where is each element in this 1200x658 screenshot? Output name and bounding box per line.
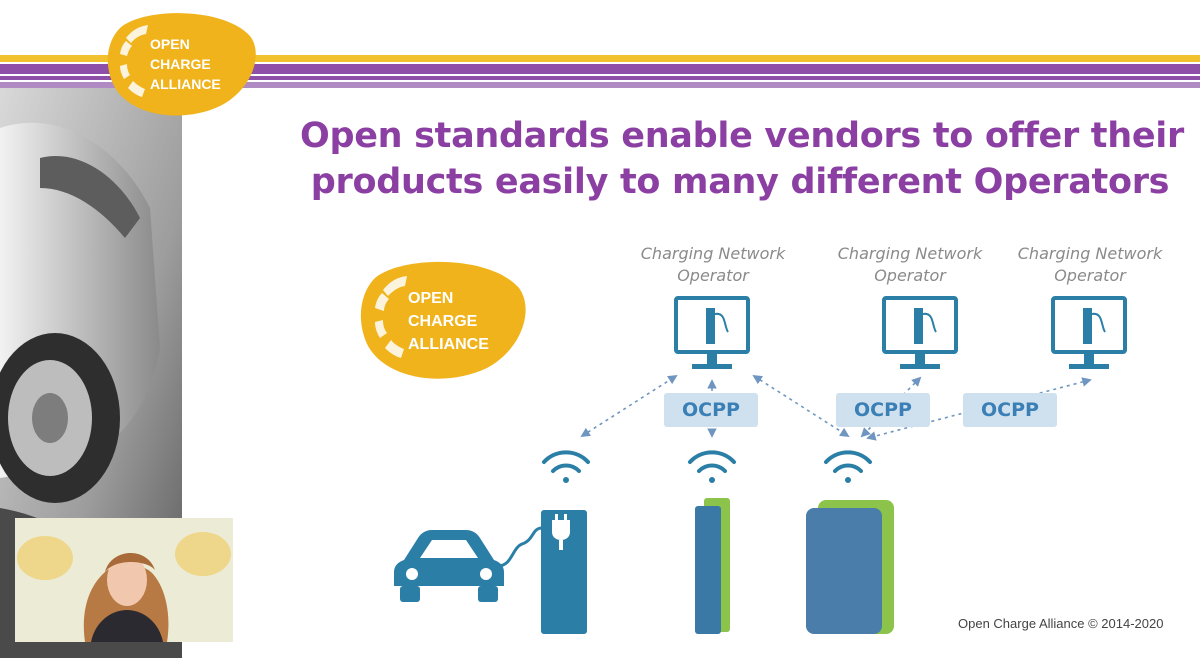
slide-title-line-2: products easily to many different Operat… bbox=[310, 162, 1170, 202]
operator-label-1-line-2: Operator bbox=[677, 266, 749, 285]
charging-station-2 bbox=[695, 498, 730, 634]
operator-monitor-icon-3 bbox=[1051, 296, 1127, 369]
ocpp-badge-3: OCPP bbox=[963, 393, 1057, 427]
slide-title-line-1: Open standards enable vendors to offer t… bbox=[300, 116, 1184, 156]
operator-label-3: Charging Network Operator bbox=[995, 243, 1185, 287]
wifi-icon-3 bbox=[824, 450, 872, 483]
logo-large-line-charge: CHARGE bbox=[408, 313, 478, 330]
ocpp-badge-2: OCPP bbox=[836, 393, 930, 427]
operator-label-2-line-1: Charging Network bbox=[837, 244, 983, 263]
wifi-icon-1 bbox=[542, 450, 590, 483]
header-stripes bbox=[0, 55, 1200, 88]
operator-label-2-line-2: Operator bbox=[874, 266, 946, 285]
logo-wordmark: OPEN CHARGE ALLIANCE bbox=[150, 34, 221, 94]
logo-large-line-alliance: ALLIANCE bbox=[408, 336, 489, 353]
wifi-icon-2 bbox=[688, 450, 736, 483]
charging-cable bbox=[497, 526, 543, 568]
operator-label-1: Charging Network Operator bbox=[618, 243, 808, 287]
ocpp-alliance-logo-large bbox=[360, 261, 526, 379]
logo-wordmark-large: OPEN CHARGE ALLIANCE bbox=[408, 287, 489, 356]
charging-station-1 bbox=[541, 510, 587, 634]
presenter-webcam bbox=[15, 518, 233, 642]
operator-monitor-icon-1 bbox=[674, 296, 750, 369]
operator-label-1-line-1: Charging Network bbox=[640, 244, 786, 263]
open-charge-alliance-logo bbox=[107, 13, 256, 116]
operator-label-3-line-2: Operator bbox=[1054, 266, 1126, 285]
presenter-video-frame bbox=[15, 518, 233, 642]
logo-large-line-open: OPEN bbox=[408, 290, 454, 307]
slide-title: Open standards enable vendors to offer t… bbox=[300, 113, 1184, 205]
charging-station-3 bbox=[806, 500, 894, 634]
operator-monitor-icon-2 bbox=[882, 296, 958, 369]
operator-label-2: Charging Network Operator bbox=[815, 243, 1005, 287]
operator-label-3-line-1: Charging Network bbox=[1017, 244, 1163, 263]
ocpp-badge-1: OCPP bbox=[664, 393, 758, 427]
copyright-footer: Open Charge Alliance © 2014-2020 bbox=[958, 616, 1164, 631]
logo-line-open: OPEN bbox=[150, 36, 190, 52]
logo-line-charge: CHARGE bbox=[150, 56, 211, 72]
logo-line-alliance: ALLIANCE bbox=[150, 76, 221, 92]
electric-car-icon bbox=[394, 530, 504, 602]
